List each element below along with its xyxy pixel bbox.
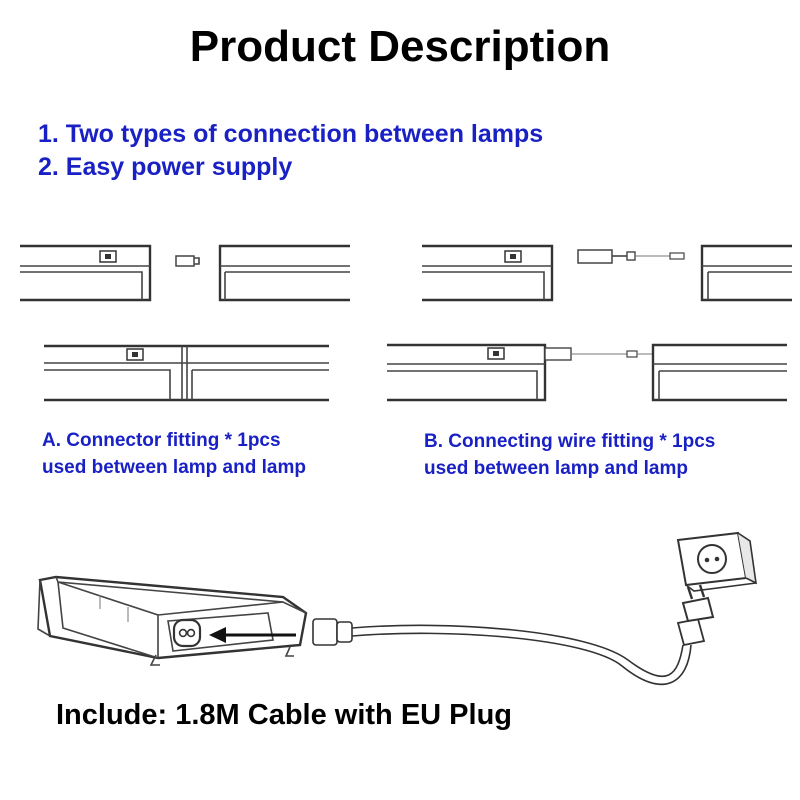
lamp-pair-wire-separated xyxy=(422,244,792,302)
power-supply-illustration xyxy=(37,531,758,685)
lamp-pair-connector-separated xyxy=(20,244,350,302)
cable-plug-head xyxy=(312,618,353,646)
option-a-caption: A. Connector fitting * 1pcs used between… xyxy=(42,427,306,481)
lamp-left-b xyxy=(422,244,554,302)
power-socket-icon xyxy=(172,618,202,648)
option-a-line1: A. Connector fitting * 1pcs xyxy=(42,430,281,451)
lamp-pair-connector-joined xyxy=(44,344,329,402)
feature-power-supply: 2. Easy power supply xyxy=(38,153,293,181)
connecting-wire-fitting xyxy=(577,249,685,264)
wall-socket-icon xyxy=(676,531,758,592)
option-b-caption: B. Connecting wire fitting * 1pcs used b… xyxy=(424,428,715,482)
page-title: Product Description xyxy=(189,22,611,71)
power-cable xyxy=(351,624,692,685)
eu-plug-icon xyxy=(676,584,715,647)
option-b-line2: used between lamp and lamp xyxy=(424,458,688,479)
lamp-right-a xyxy=(218,244,350,302)
option-a-line2: used between lamp and lamp xyxy=(42,457,306,478)
included-cable-caption: Include: 1.8M Cable with EU Plug xyxy=(56,699,512,731)
connector-fitting xyxy=(175,255,200,267)
lamp-right-b xyxy=(700,244,792,302)
driver-box xyxy=(37,575,308,666)
feature-connection-types: 1. Two types of connection between lamps xyxy=(38,120,544,148)
option-b-line1: B. Connecting wire fitting * 1pcs xyxy=(424,431,716,452)
insert-arrow-icon xyxy=(209,627,296,643)
lamp-left-a xyxy=(20,244,152,302)
lamp-pair-wire-joined xyxy=(387,343,787,402)
